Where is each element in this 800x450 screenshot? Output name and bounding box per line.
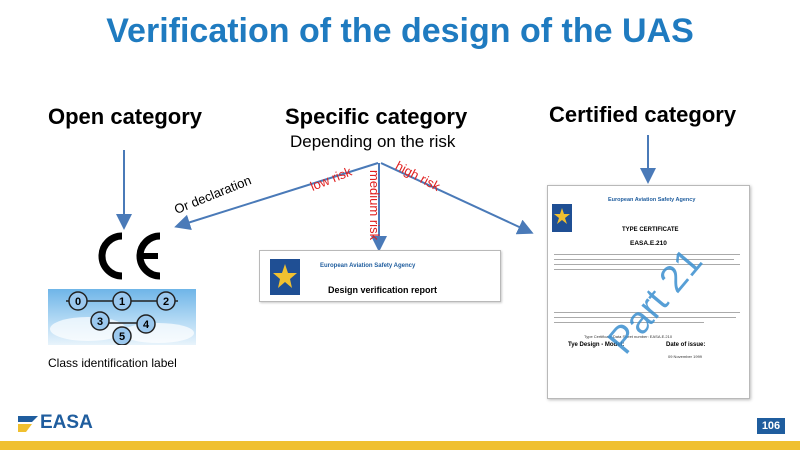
- design-verification-report: European Aviation Safety Agency Design v…: [259, 250, 501, 302]
- class-number-1: 1: [119, 296, 125, 308]
- body-line: [554, 269, 674, 270]
- body-line: [554, 312, 740, 313]
- high-risk-arrow: [380, 162, 534, 235]
- class-number-4: 4: [143, 319, 150, 331]
- medium-risk-label: medium risk: [367, 170, 382, 241]
- certificate-heading: TYPE CERTIFICATE: [622, 227, 679, 233]
- class-number-5: 5: [119, 331, 125, 343]
- open-category-heading: Open category: [48, 104, 203, 129]
- certificate-datasheet: Type Certificate Data Sheet number: EASA…: [584, 334, 673, 339]
- footer-bar: [0, 441, 800, 450]
- body-line: [554, 254, 740, 255]
- specific-category-subtitle: Depending on the risk: [290, 132, 456, 151]
- specific-category-heading: Specific category: [285, 104, 468, 129]
- easa-star-logo-icon: [270, 259, 300, 295]
- page-number: 106: [757, 418, 785, 434]
- body-line: [554, 264, 740, 265]
- certificate-agency-name: European Aviation Safety Agency: [608, 197, 696, 203]
- certificate-issue-label: Date of issue:: [666, 342, 706, 348]
- class-number-0: 0: [75, 296, 81, 308]
- certificate-issue-date: 09 November 1999: [668, 354, 703, 359]
- slide-title: Verification of the design of the UAS: [106, 12, 694, 50]
- easa-wing-icon: [18, 416, 38, 432]
- class-identification-label-image: 0 1 2 3 4 5: [48, 289, 196, 345]
- class-label-graphic: 0 1 2 3 4 5: [50, 291, 194, 345]
- report-title: Design verification report: [328, 285, 438, 295]
- class-number-3: 3: [97, 316, 103, 328]
- report-agency-name: European Aviation Safety Agency: [320, 263, 416, 269]
- ce-mark-icon: [98, 232, 161, 280]
- body-line: [554, 317, 736, 318]
- body-line: [554, 322, 704, 323]
- certified-category-heading: Certified category: [549, 102, 737, 127]
- easa-logo-text: EASA: [40, 412, 93, 433]
- class-label-caption: Class identification label: [48, 356, 177, 370]
- certificate-star-logo-icon: [552, 204, 572, 232]
- low-risk-arrow: [174, 162, 379, 231]
- certificate-design-label: Tye Design - Model:: [568, 342, 625, 348]
- type-certificate-document: European Aviation Safety Agency TYPE CER…: [547, 185, 750, 399]
- body-line: [554, 259, 734, 260]
- certificate-number: EASA.E.210: [630, 240, 667, 247]
- class-number-2: 2: [163, 296, 169, 308]
